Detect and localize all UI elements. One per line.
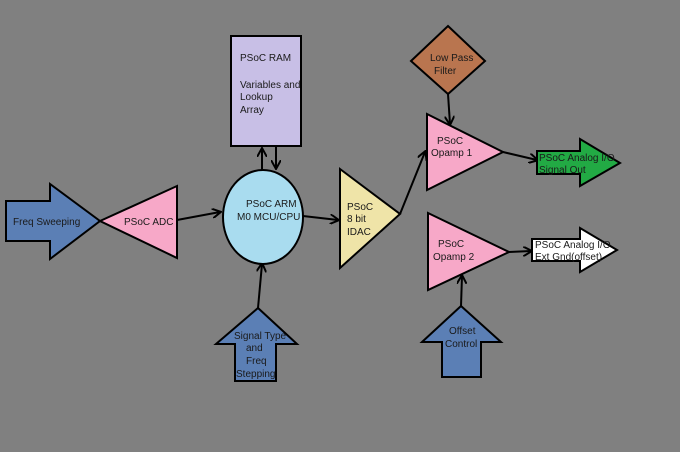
- low-pass-filter-block: Low Pass Filter: [409, 24, 487, 96]
- cpu-block: PSoC ARM M0 MCU/CPU: [222, 169, 304, 265]
- adc-block: PSoC ADC: [97, 184, 178, 260]
- ext-gnd-label: PSoC Analog I/O Ext Gnd(offset): [535, 240, 613, 263]
- idac-label: PSoC 8 bit IDAC: [347, 202, 376, 238]
- opamp1-label: PSoC Opamp 1: [431, 136, 473, 159]
- freq-sweeping-block: Freq Sweeping: [5, 182, 102, 262]
- arrow-signal-type-to-cpu: [258, 264, 262, 309]
- freq-sweeping-label: Freq Sweeping: [13, 217, 80, 228]
- arrow-cpu-to-idac: [302, 216, 338, 220]
- signal-out-arrow-shape: [536, 137, 622, 188]
- arrow-offset-to-opamp2: [461, 276, 462, 307]
- signal-type-label: Signal Type and Freq Stepping: [234, 331, 289, 380]
- ext-gnd-block: PSoC Analog I/O Ext Gnd(offset): [531, 226, 619, 274]
- adc-label: PSoC ADC: [124, 217, 173, 228]
- opamp2-label: PSoC Opamp 2: [433, 239, 475, 263]
- ext-gnd-arrow-shape: [531, 226, 619, 274]
- offset-control-arrow-shape: [419, 304, 504, 378]
- ram-box: [230, 35, 302, 147]
- signal-out-block: PSoC Analog I/O Signal Out: [536, 137, 622, 188]
- freq-sweeping-arrow-shape: [5, 182, 102, 262]
- idac-shape: [339, 167, 402, 271]
- arrow-opamp1-to-out: [502, 151, 537, 160]
- idac-block: PSoC 8 bit IDAC: [339, 167, 402, 271]
- opamp1-block: PSoC Opamp 1: [426, 112, 506, 192]
- arrow-opamp2-to-ext: [508, 251, 531, 252]
- cpu-label: PSoC ARM M0 MCU/CPU: [237, 199, 300, 223]
- adc-shape: [97, 184, 178, 260]
- ram-block: PSoC RAM Variables and Lookup Array: [230, 35, 303, 147]
- cpu-ellipse: [222, 169, 304, 265]
- offset-control-block: Offset Control: [419, 304, 504, 378]
- ram-label: PSoC RAM Variables and Lookup Array: [240, 53, 303, 116]
- low-pass-filter-label: Low Pass Filter: [430, 53, 476, 77]
- arrow-lpf-to-opamp1: [448, 93, 450, 124]
- arrow-adc-to-cpu: [176, 212, 220, 221]
- low-pass-filter-diamond: [409, 24, 487, 96]
- signal-type-block: Signal Type and Freq Stepping: [213, 306, 300, 382]
- signal-type-arrow-shape: [213, 306, 300, 382]
- opamp2-block: PSoC Opamp 2: [427, 211, 512, 292]
- offset-control-label: Offset Control: [445, 326, 478, 350]
- signal-out-label: PSoC Analog I/O Signal Out: [539, 153, 617, 176]
- arrow-idac-to-opamp1: [399, 152, 425, 215]
- opamp1-shape: [426, 112, 506, 192]
- opamp2-shape: [427, 211, 512, 292]
